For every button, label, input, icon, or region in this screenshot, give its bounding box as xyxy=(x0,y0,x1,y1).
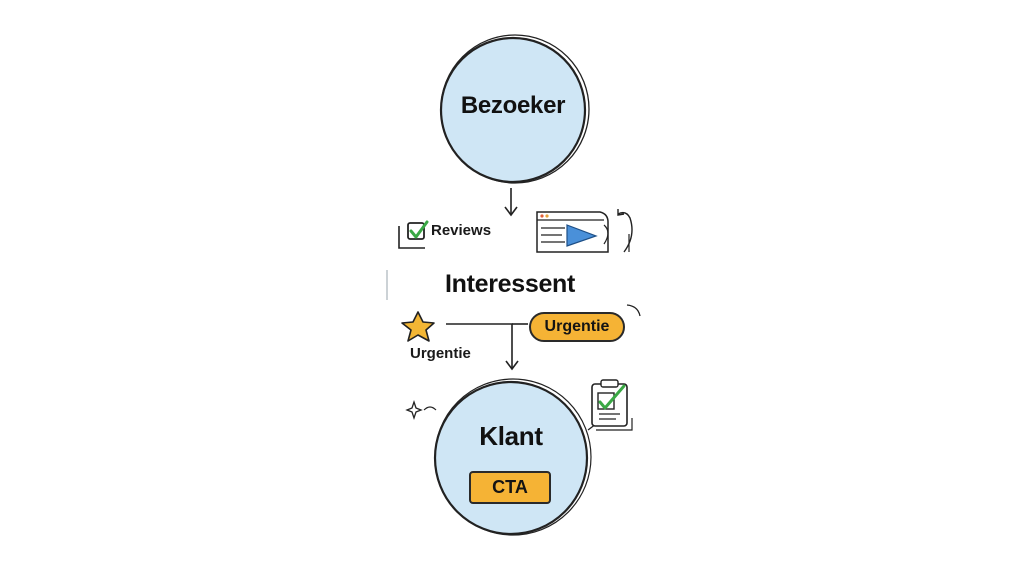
reviews-label: Reviews xyxy=(431,222,492,239)
node-interessent-label: Interessent xyxy=(444,270,576,298)
clipboard-check-icon xyxy=(587,379,633,431)
star-icon xyxy=(401,311,435,342)
pill-accent-mark xyxy=(626,304,641,317)
refresh-arrow-icon xyxy=(617,209,633,253)
browser-window-icon xyxy=(536,211,609,253)
sparkle-icon xyxy=(405,399,437,421)
urgentie-star-label: Urgentie xyxy=(410,345,471,362)
cta-button[interactable]: CTA xyxy=(469,471,551,504)
arrow-bezoeker-to-interessent xyxy=(504,188,518,217)
checkbox-check-icon xyxy=(398,220,429,249)
node-bezoeker-label: Bezoeker xyxy=(460,92,566,119)
urgentie-pill: Urgentie xyxy=(529,312,625,342)
node-klant-label: Klant xyxy=(479,421,543,451)
klant-circle xyxy=(433,378,592,536)
